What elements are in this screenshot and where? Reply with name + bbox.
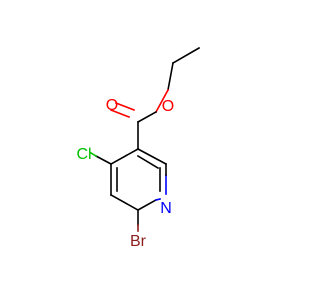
chemical-structure-drawing: O O Cl N Br [76, 46, 201, 250]
bond-ring-c3-c2-inner [136, 154, 160, 170]
bond-ch2-o [167, 62, 174, 91]
bond-carbonyl-to-ester-o [136, 110, 158, 124]
bond-cl-colored [89, 151, 98, 158]
bond-ring-c6-n [136, 198, 158, 212]
bond-ring-to-cl [94, 154, 113, 166]
bond-ring-c2-c3 [136, 147, 168, 166]
bond-ring-n-near [155, 198, 161, 201]
atom-label-nitrogen: N [160, 200, 172, 217]
bond-o-ester-to-carbon [154, 88, 170, 114]
atom-label-ester-oxygen: O [162, 98, 174, 115]
bond-carbonyl-double-1 [114, 101, 136, 112]
atom-label-carbonyl-oxygen: O [106, 97, 118, 114]
bond-ring-c3-c4 [109, 147, 140, 166]
atom-label-bromine: Br [130, 233, 147, 250]
structure-canvas: O O Cl N Br [76, 46, 201, 251]
bond-carbonyl-double-2 [109, 108, 131, 119]
bond-ch3-ch2 [171, 46, 201, 65]
bond-ring-c5-c6 [109, 193, 140, 212]
atom-label-chlorine: Cl [76, 146, 91, 163]
